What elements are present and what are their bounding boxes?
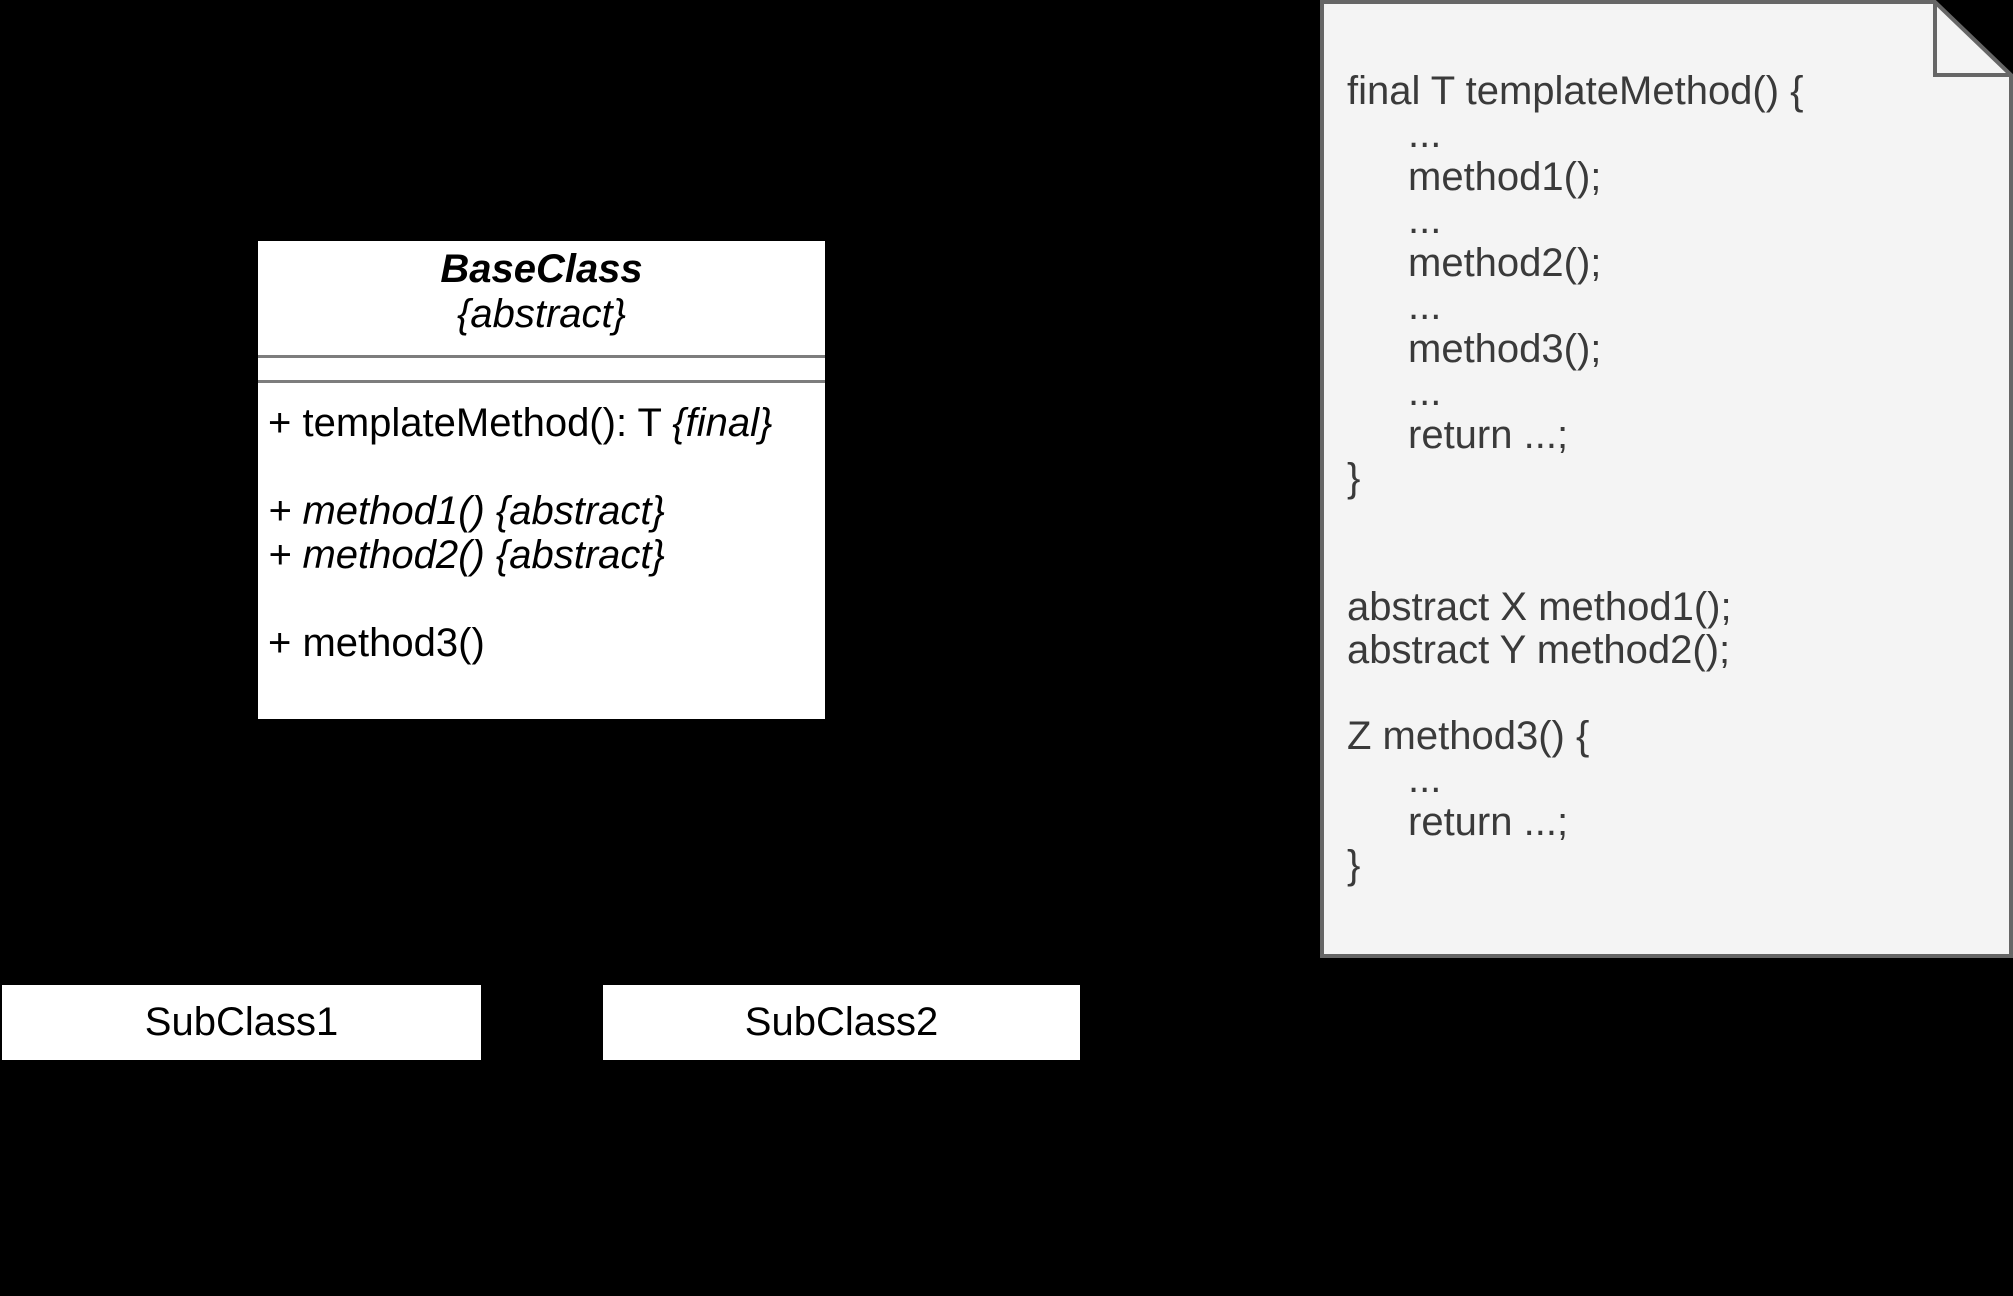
note-line	[1347, 672, 2003, 715]
baseclass-stereotype: {abstract}	[456, 292, 626, 336]
note-line: ...	[1408, 284, 1442, 328]
subclass1-name: SubClass1	[144, 1000, 339, 1044]
method-line: + method3()	[268, 621, 819, 665]
method-line: + method2() {abstract}	[268, 533, 819, 577]
note-line: }	[1347, 843, 1361, 887]
baseclass-title-compartment: BaseClass {abstract}	[258, 247, 825, 337]
note-line: return ...;	[1408, 800, 1569, 844]
baseclass-name: BaseClass	[440, 247, 643, 291]
note-code-text: final T templateMethod() {...method1();.…	[1347, 70, 2003, 887]
note-line	[1347, 543, 2003, 586]
method-text-part: + templateMethod(): T	[268, 401, 673, 445]
baseclass-methods-compartment: + templateMethod(): T {final} + method1(…	[268, 401, 819, 665]
uml-note: final T templateMethod() {...method1();.…	[1320, 0, 2013, 958]
method-text-part: {final}	[672, 401, 773, 445]
method-text-part: + method3()	[268, 621, 485, 665]
note-line: method3();	[1408, 327, 1602, 371]
method-text-part: + method2() {abstract}	[268, 533, 665, 577]
note-line	[1347, 500, 2003, 543]
class-box-subclass2: SubClass2	[603, 985, 1080, 1060]
method-line	[268, 445, 819, 489]
class-box-baseclass: BaseClass {abstract} + templateMethod():…	[258, 241, 825, 719]
note-line: ...	[1408, 757, 1442, 801]
method-line: + method1() {abstract}	[268, 489, 819, 533]
compartment-separator-bottom	[258, 380, 825, 383]
method-line: + templateMethod(): T {final}	[268, 401, 819, 445]
method-line	[268, 577, 819, 621]
note-line: final T templateMethod() {	[1347, 69, 1804, 113]
note-outline	[1320, 0, 2013, 958]
subclass2-name: SubClass2	[744, 1000, 939, 1044]
note-line: ...	[1408, 198, 1442, 242]
note-shape	[1320, 0, 2013, 958]
note-line: }	[1347, 456, 1361, 500]
method-text-part: + method1() {abstract}	[268, 489, 665, 533]
note-line: abstract X method1();	[1347, 585, 1732, 629]
note-line: ...	[1408, 112, 1442, 156]
note-line: return ...;	[1408, 413, 1569, 457]
note-line: Z method3() {	[1347, 714, 1590, 758]
note-line: method1();	[1408, 155, 1602, 199]
compartment-separator-top	[258, 355, 825, 358]
note-line: method2();	[1408, 241, 1602, 285]
class-box-subclass1: SubClass1	[2, 985, 481, 1060]
note-line: ...	[1408, 370, 1442, 414]
note-fold-icon	[1933, 2, 2011, 77]
note-line: abstract Y method2();	[1347, 628, 1731, 672]
